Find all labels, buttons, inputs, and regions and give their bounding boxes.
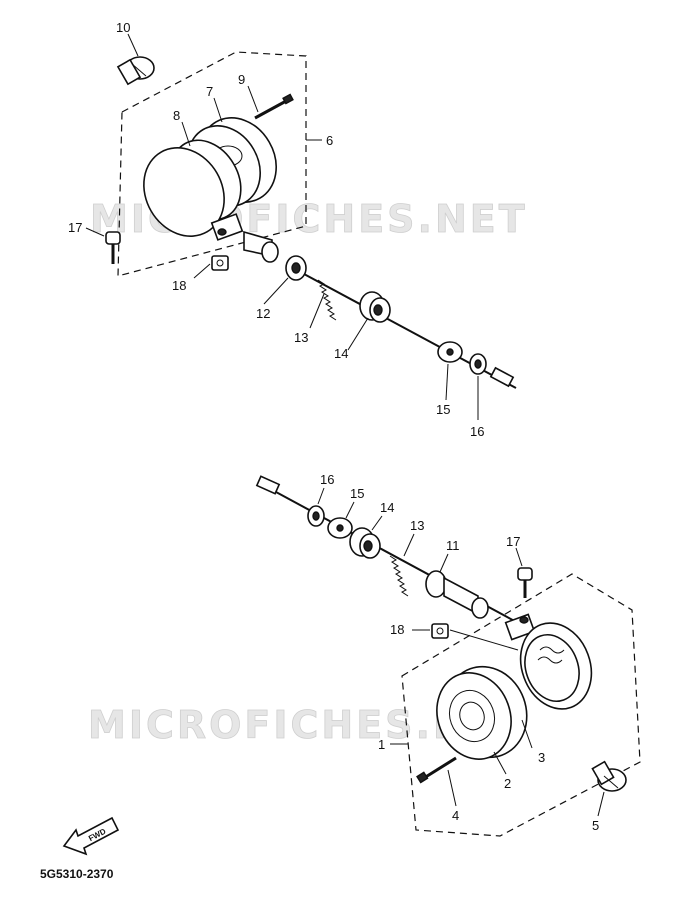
nut-icon-upper	[211, 255, 229, 271]
washer-icon-upper	[437, 341, 463, 363]
callout-3-lower: 3	[538, 750, 545, 765]
stem-icon-upper	[243, 230, 307, 281]
callout-4-lower: 4	[452, 808, 459, 823]
lower-assembly-box	[401, 573, 641, 837]
callout-2-lower: 2	[504, 776, 511, 791]
callout-15-upper: 15	[436, 402, 450, 417]
callout-16-upper: 16	[470, 424, 484, 439]
callout-18-lower: 18	[390, 622, 404, 637]
callout-6-upper: 6	[326, 133, 333, 148]
callout-10-upper: 10	[116, 20, 130, 35]
callout-15-lower: 15	[350, 486, 364, 501]
callout-13-upper: 13	[294, 330, 308, 345]
bracket-icon-lower	[504, 613, 536, 641]
callout-16-lower: 16	[320, 472, 334, 487]
bolt-icon-upper	[105, 231, 121, 264]
grommet-icon-upper	[359, 291, 391, 323]
callout-1-lower: 1	[378, 737, 385, 752]
lens-icon-lower	[436, 665, 528, 760]
nut-icon-lower	[431, 623, 519, 651]
callout-17-lower: 17	[506, 534, 520, 549]
stem-icon-lower	[425, 570, 489, 619]
grommet-icon-lower	[349, 527, 381, 559]
callout-11-lower: 11	[446, 538, 460, 553]
bracket-icon-upper	[210, 213, 244, 241]
callout-13-lower: 13	[410, 518, 424, 533]
leaders-lower	[317, 487, 605, 817]
leaders-upper	[85, 33, 479, 420]
spring-icon-lower	[389, 555, 409, 597]
screw-icon-lower	[416, 756, 457, 784]
connector-icon-upper	[489, 366, 515, 388]
callout-14-lower: 14	[380, 500, 394, 515]
bulb-icon-lower	[591, 760, 627, 792]
washer-icon-lower	[327, 517, 353, 539]
callout-8-upper: 8	[173, 108, 180, 123]
diagram-code: 5G5310-2370	[40, 867, 114, 881]
small-grommet-icon-lower	[307, 505, 325, 527]
callout-9-upper: 9	[238, 72, 245, 87]
housing-icon-lower	[519, 622, 593, 710]
fwd-arrow-icon: FWD	[62, 816, 120, 856]
callout-14-upper: 14	[334, 346, 348, 361]
callout-18-upper: 18	[172, 278, 186, 293]
bulb-icon-upper	[116, 56, 155, 86]
upper-assembly-box	[117, 51, 307, 277]
bolt-icon-lower	[517, 567, 533, 598]
small-grommet-icon-upper	[469, 353, 487, 375]
callout-12-upper: 12	[256, 306, 270, 321]
lens-icon-upper	[143, 147, 225, 237]
screw-icon-upper	[254, 93, 294, 120]
callout-5-lower: 5	[592, 818, 599, 833]
callout-7-upper: 7	[206, 84, 213, 99]
callout-17-upper: 17	[68, 220, 82, 235]
